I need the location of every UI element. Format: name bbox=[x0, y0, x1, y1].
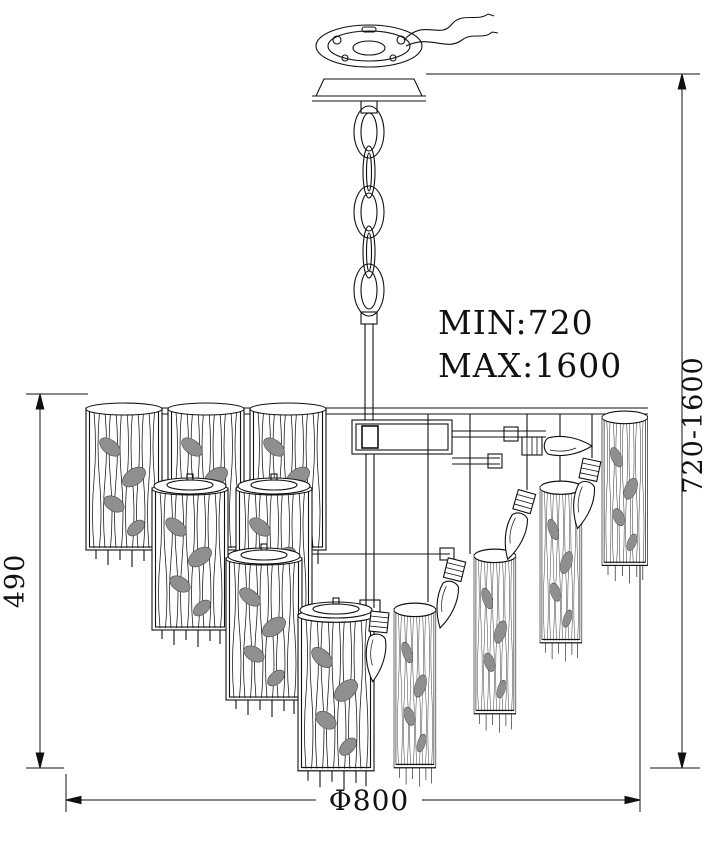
dimension-lines bbox=[26, 73, 700, 812]
crystal-shades bbox=[85, 402, 649, 791]
height-range-dimension-label: 720-1600 bbox=[678, 356, 709, 493]
max-height-label: MAX:1600 bbox=[438, 346, 622, 385]
min-height-label: MIN:720 bbox=[438, 303, 594, 342]
ceiling-canopy bbox=[312, 13, 499, 114]
body-height-dimension-label: 490 bbox=[0, 554, 31, 609]
diameter-dimension-label: Φ800 bbox=[329, 784, 409, 817]
hanging-rod bbox=[360, 311, 378, 420]
suspension-chain bbox=[353, 105, 385, 317]
